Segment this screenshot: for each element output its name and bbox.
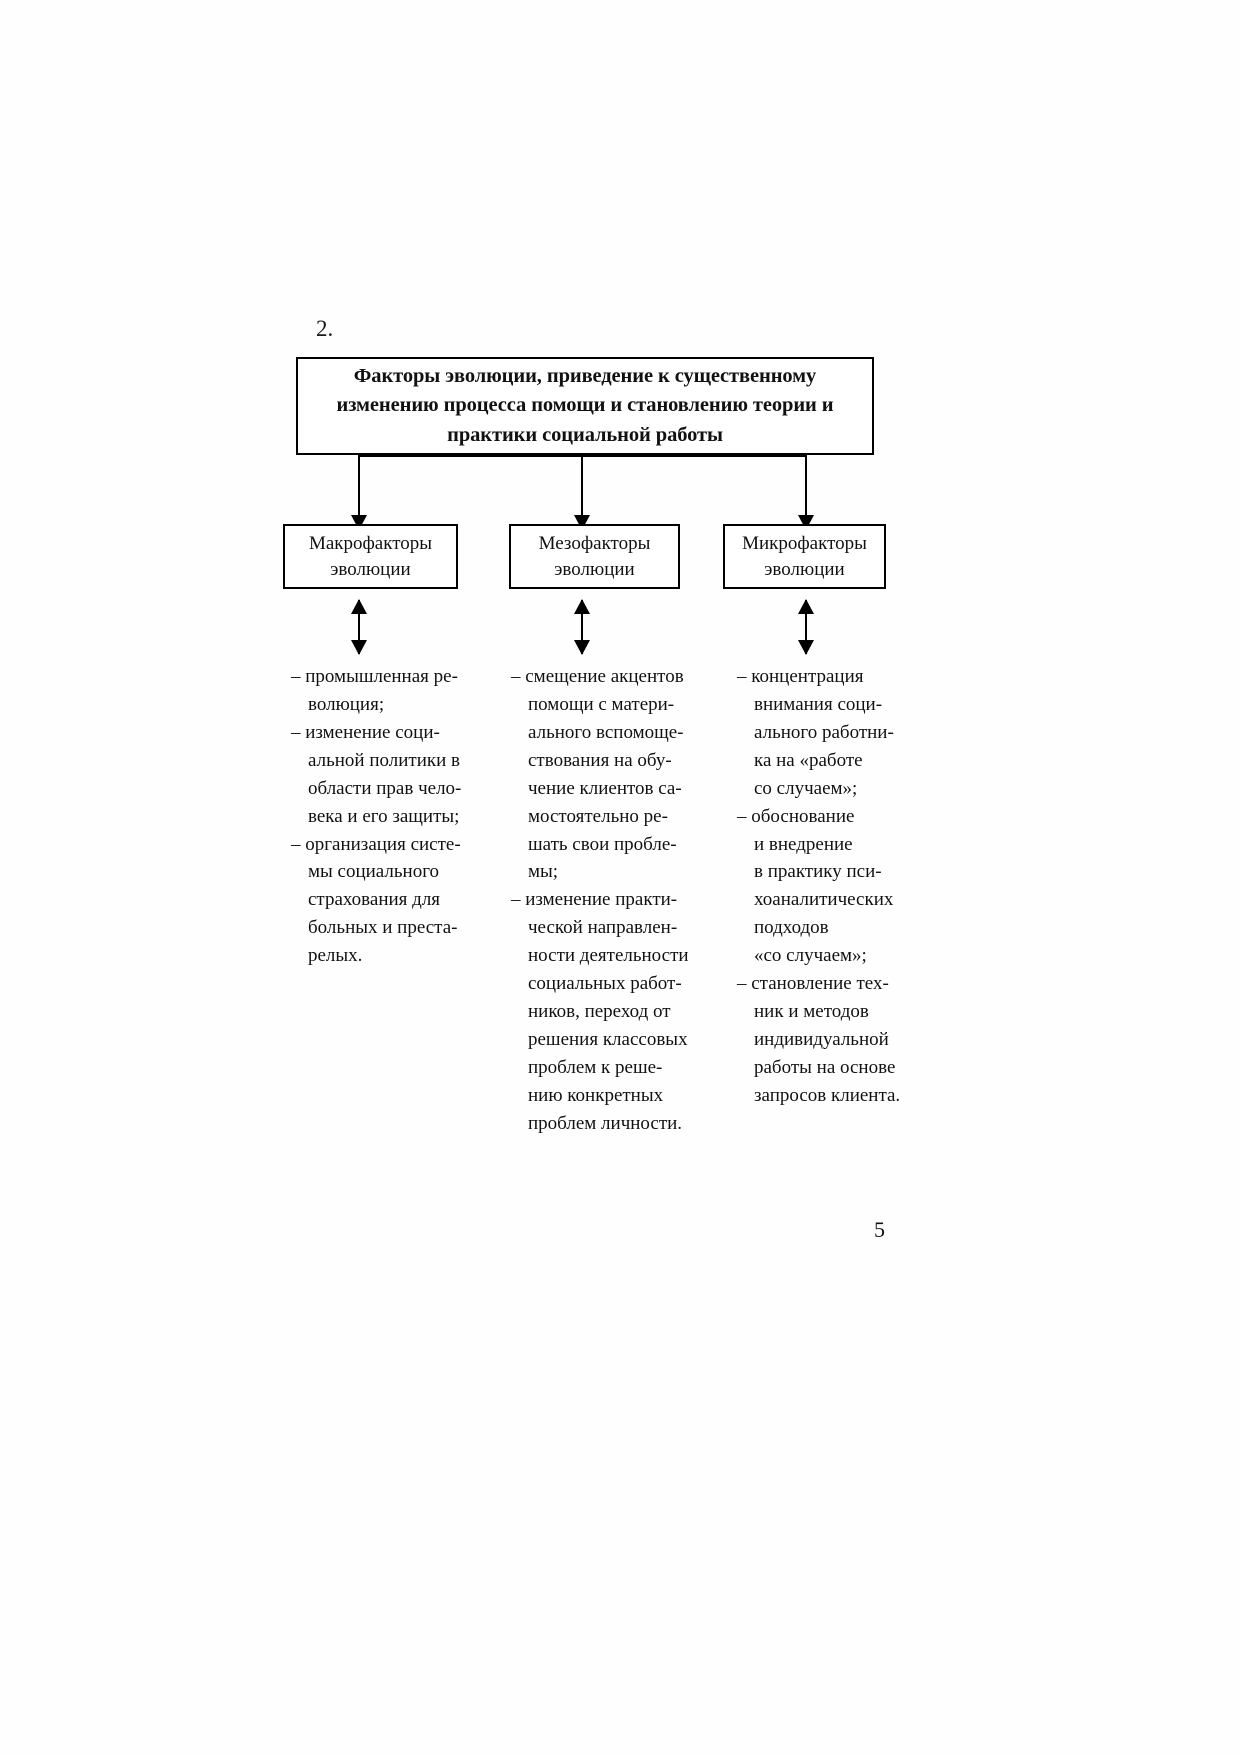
diagram-title-box: Факторы эволюции, приведение к существен… bbox=[296, 357, 874, 455]
connector-arrow-to-micro bbox=[805, 455, 807, 529]
list-item: – обоснование и внедрение в практику пси… bbox=[737, 805, 894, 967]
category-box-macro-text: Макрофакторы эволюции bbox=[303, 531, 438, 583]
category-macro-line1: Макрофакторы bbox=[308, 532, 433, 554]
connector-arrow-to-mezo bbox=[581, 455, 583, 529]
list-item: – смещение акцентов помощи с матери- аль… bbox=[511, 666, 684, 883]
category-box-macro: Макрофакторы эволюции bbox=[283, 524, 458, 589]
double-arrow-micro bbox=[805, 600, 807, 654]
category-micro-line1: Микрофакторы bbox=[742, 532, 867, 554]
category-box-micro-text: Микрофакторы эволюции bbox=[736, 531, 873, 583]
macro-factors-list: – промышленная ре- волюция; – изменение … bbox=[291, 663, 469, 970]
list-item: – концентрация внимания соци- ального ра… bbox=[737, 666, 894, 799]
category-box-micro: Микрофакторы эволюции bbox=[723, 524, 886, 589]
category-box-mezo: Мезофакторы эволюции bbox=[509, 524, 680, 589]
list-item: – изменение практи- ческой направлен- но… bbox=[511, 889, 689, 1134]
list-item: – организация систе- мы социального стра… bbox=[291, 833, 461, 967]
category-box-mezo-text: Мезофакторы эволюции bbox=[533, 531, 657, 583]
double-arrow-macro bbox=[358, 600, 360, 654]
diagram-title-text: Факторы эволюции, приведение к существен… bbox=[336, 365, 834, 446]
list-item: – изменение соци- альной политики в обла… bbox=[291, 721, 462, 827]
category-mezo-line2: эволюции bbox=[554, 558, 635, 580]
connector-arrow-to-macro bbox=[358, 455, 360, 529]
list-item: – промышленная ре- волюция; bbox=[291, 666, 458, 715]
micro-factors-list: – концентрация внимания соци- ального ра… bbox=[737, 663, 905, 1110]
category-micro-line2: эволюции bbox=[764, 558, 845, 580]
page-number: 5 bbox=[874, 1217, 885, 1242]
category-mezo-line1: Мезофакторы bbox=[538, 532, 651, 554]
category-macro-line2: эволюции bbox=[330, 558, 411, 580]
list-item: – становление тех- ник и методов индивид… bbox=[737, 973, 901, 1106]
item-number: 2. bbox=[316, 316, 334, 341]
double-arrow-mezo bbox=[581, 600, 583, 654]
mezo-factors-list: – смещение акцентов помощи с матери- аль… bbox=[511, 663, 689, 1138]
